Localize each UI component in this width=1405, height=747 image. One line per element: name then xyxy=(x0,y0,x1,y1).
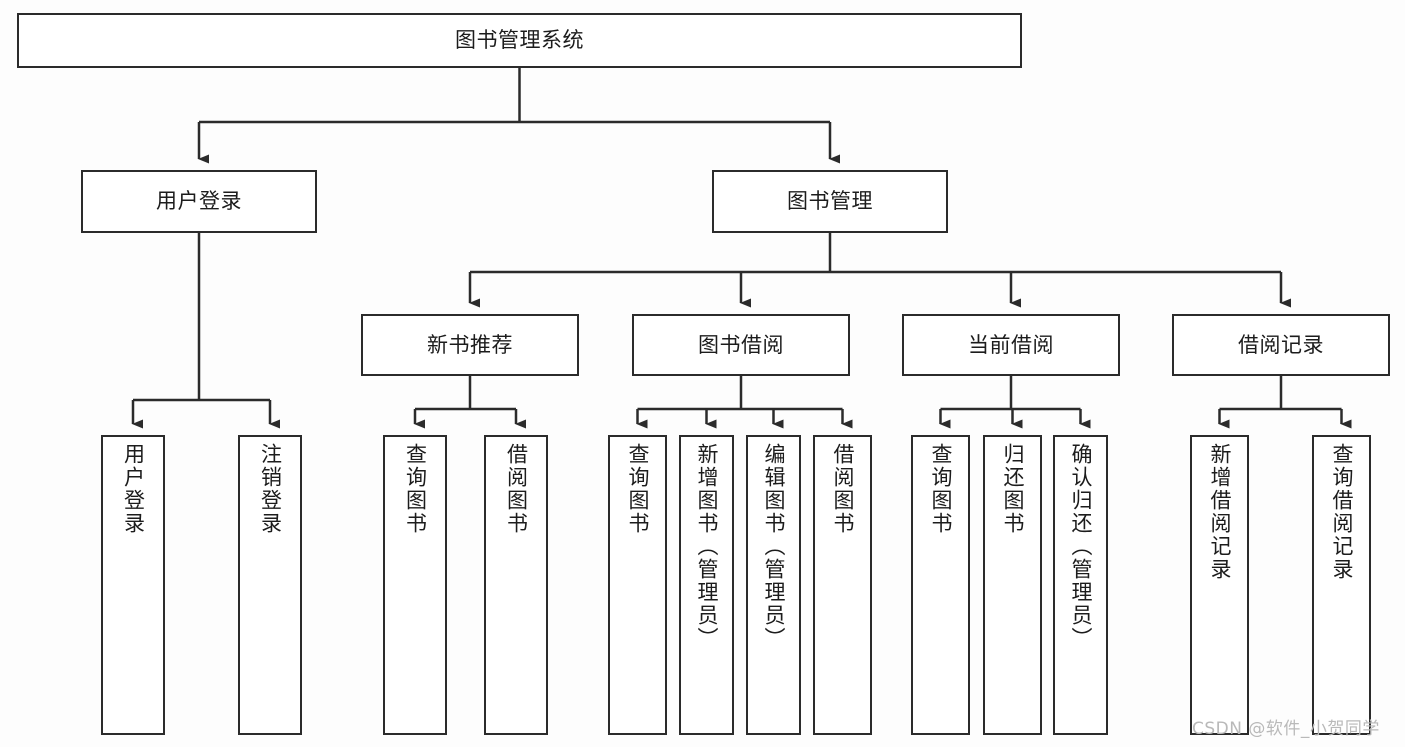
leaf-borrow-book-recommend-label: 借阅图书 xyxy=(504,443,529,535)
leaf-return-book[interactable]: 归还图书 xyxy=(983,435,1042,735)
leaf-confirm-return-admin[interactable]: 确认归还（管理员） xyxy=(1053,435,1108,735)
node-new-book-recommend[interactable]: 新书推荐 xyxy=(361,314,579,376)
leaf-add-borrow-record[interactable]: 新增借阅记录 xyxy=(1190,435,1249,735)
csdn-watermark: CSDN @软件_小贺同学 xyxy=(1192,719,1380,739)
leaf-query-book-borrow[interactable]: 查询图书 xyxy=(608,435,667,735)
leaf-borrow-book[interactable]: 借阅图书 xyxy=(813,435,872,735)
node-user-login[interactable]: 用户登录 xyxy=(81,170,317,233)
node-book-borrow[interactable]: 图书借阅 xyxy=(632,314,850,376)
leaf-edit-book-admin[interactable]: 编辑图书（管理员） xyxy=(746,435,801,735)
leaf-borrow-book-recommend[interactable]: 借阅图书 xyxy=(484,435,548,735)
leaf-edit-book-admin-label: 编辑图书（管理员） xyxy=(762,443,786,650)
leaf-query-book-borrow-label: 查询图书 xyxy=(626,443,650,535)
leaf-query-book-recommend-label: 查询图书 xyxy=(403,443,428,535)
node-book-management[interactable]: 图书管理 xyxy=(712,170,948,233)
node-book-borrow-label: 图书借阅 xyxy=(698,332,784,357)
leaf-query-borrow-record-label: 查询借阅记录 xyxy=(1330,443,1354,581)
node-book-management-label: 图书管理 xyxy=(787,189,873,214)
node-root[interactable]: 图书管理系统 xyxy=(17,13,1022,68)
node-borrow-record[interactable]: 借阅记录 xyxy=(1172,314,1390,376)
leaf-logout[interactable]: 注销登录 xyxy=(238,435,302,735)
leaf-query-book-recommend[interactable]: 查询图书 xyxy=(383,435,447,735)
node-user-login-label: 用户登录 xyxy=(156,189,242,214)
leaf-user-login-label: 用户登录 xyxy=(121,443,146,535)
node-new-book-recommend-label: 新书推荐 xyxy=(427,332,513,357)
leaf-query-book-current[interactable]: 查询图书 xyxy=(911,435,970,735)
leaf-borrow-book-label: 借阅图书 xyxy=(831,443,855,535)
leaf-add-book-admin[interactable]: 新增图书（管理员） xyxy=(679,435,734,735)
leaf-add-borrow-record-label: 新增借阅记录 xyxy=(1208,443,1232,581)
leaf-user-login[interactable]: 用户登录 xyxy=(101,435,165,735)
leaf-logout-label: 注销登录 xyxy=(258,443,283,535)
node-current-borrow-label: 当前借阅 xyxy=(968,332,1054,357)
node-current-borrow[interactable]: 当前借阅 xyxy=(902,314,1120,376)
leaf-confirm-return-admin-label: 确认归还（管理员） xyxy=(1069,443,1093,650)
node-borrow-record-label: 借阅记录 xyxy=(1238,332,1324,357)
connector-lines xyxy=(131,68,1352,429)
leaf-query-book-current-label: 查询图书 xyxy=(929,443,953,535)
leaf-return-book-label: 归还图书 xyxy=(1001,443,1025,535)
node-root-label: 图书管理系统 xyxy=(455,28,584,53)
leaf-add-book-admin-label: 新增图书（管理员） xyxy=(695,443,719,650)
leaf-query-borrow-record[interactable]: 查询借阅记录 xyxy=(1312,435,1371,735)
